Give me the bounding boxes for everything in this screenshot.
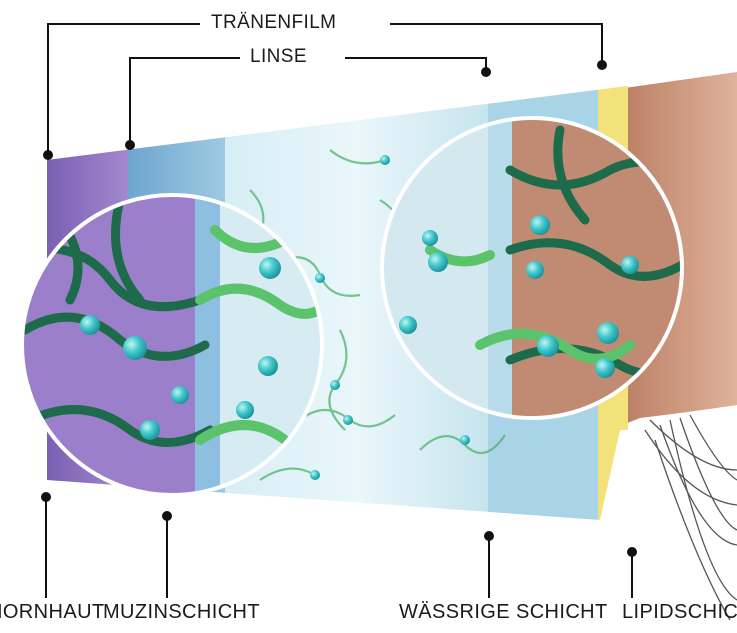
label-waessrige-schicht: WÄSSRIGE SCHICHT [399, 601, 608, 624]
label-muzinschicht: MUZINSCHICHT [103, 601, 260, 624]
leader-linse [130, 58, 240, 145]
label-lipidschicht: LIPIDSCHICHT [622, 601, 737, 624]
leader-linse-right [345, 58, 486, 72]
label-hornhaut: HORNHAUT [0, 601, 105, 624]
label-traenenfilm: TRÄNENFILM [205, 12, 342, 34]
eyelashes [645, 415, 737, 620]
label-linse: LINSE [244, 46, 313, 68]
leader-traenenfilm [48, 24, 200, 155]
